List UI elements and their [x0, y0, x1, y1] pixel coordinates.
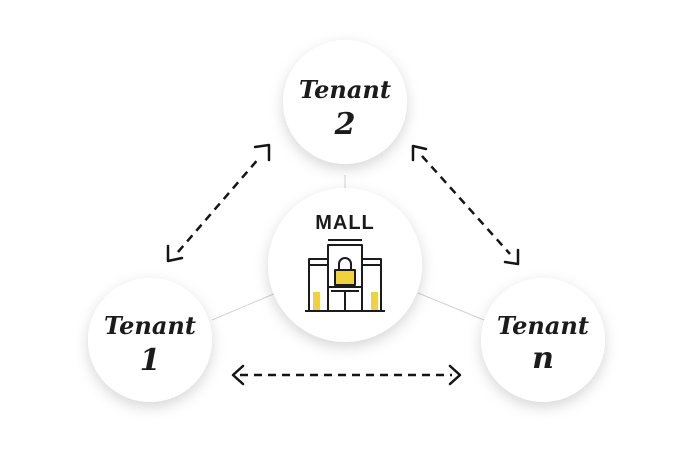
mall-node: MALL: [268, 188, 422, 342]
arrow-tenant1-tenantn: [231, 364, 462, 386]
mall-icon-lock-body-fill: [335, 270, 355, 285]
tenant-1-label: Tenant: [104, 311, 196, 340]
connector-mall-tenant1: [211, 292, 277, 321]
arrow-tenant2-tenantn: [411, 144, 520, 266]
arrow-tenant1-tenant2: [166, 143, 271, 263]
tenant-n-number: n: [532, 341, 554, 376]
tenant-node-n: Tenant n: [481, 278, 605, 402]
tenant-node-1: Tenant 1: [88, 278, 212, 402]
mall-icon-accent-left: [313, 292, 320, 310]
mall-icon-accent-right: [371, 292, 378, 310]
tenant-n-label: Tenant: [497, 311, 589, 340]
tenant-2-number: 2: [334, 107, 356, 142]
tenant-1-number: 1: [140, 343, 161, 378]
mall-building-lock-icon: [305, 239, 385, 312]
connector-mall-tenantn: [417, 292, 485, 321]
tenant-2-label: Tenant: [299, 75, 391, 104]
mall-label: MALL: [315, 212, 375, 234]
tenant-node-2: Tenant 2: [283, 40, 407, 164]
